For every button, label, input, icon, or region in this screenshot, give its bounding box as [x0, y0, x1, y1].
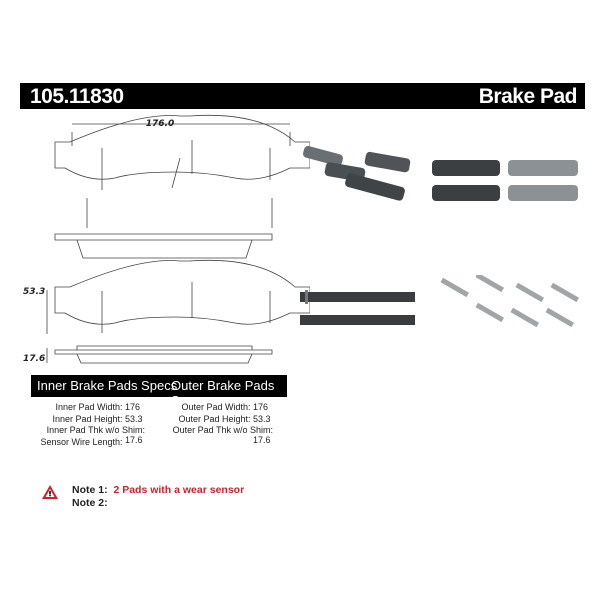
thickness-label: 17.6	[23, 354, 45, 364]
pad-front-view	[54, 259, 310, 325]
spec-row: Sensor Wire Length:	[40, 436, 123, 447]
pad-bottom-side-view	[54, 345, 273, 364]
note-2: Note 2:	[72, 497, 108, 509]
inner-specs-list: Inner Pad Width: 176 Inner Pad Height: 5…	[25, 402, 145, 448]
pad-top-view	[54, 114, 310, 180]
spec-row: Inner Pad Thk w/o Shim: 17.6	[46, 425, 145, 445]
header-bar: 105.11830 Brake Pad	[20, 83, 585, 109]
note-1: Note 1: 2 Pads with a wear sensor	[72, 484, 245, 496]
product-photo-pads-front	[432, 160, 578, 201]
product-photo-pads-side	[300, 290, 415, 325]
product-type: Brake Pad	[478, 85, 578, 108]
spec-row: Inner Pad Width: 176	[55, 402, 141, 412]
width-label: 176.0	[146, 119, 174, 129]
outer-specs-list: Outer Pad Width: 176 Outer Pad Height: 5…	[155, 402, 273, 445]
note-1-text: 2 Pads with a wear sensor	[113, 484, 245, 496]
outer-specs-title: Outer Brake Pads Specs	[171, 378, 275, 408]
technical-drawing: 176.0 53.3 17.6	[23, 114, 310, 364]
warning-icon	[42, 485, 58, 499]
inner-specs-title: Inner Brake Pads Specs	[37, 378, 178, 393]
spec-row: Outer Pad Thk w/o Shim: 17.6	[172, 425, 273, 445]
product-photo-pads-angled	[303, 145, 411, 201]
specs-header-bar: Inner Brake Pads Specs Outer Brake Pads …	[31, 375, 287, 408]
spec-row: Inner Pad Height: 53.3	[52, 413, 143, 424]
pad-side-view	[54, 198, 273, 259]
height-label: 53.3	[23, 287, 45, 297]
spec-row: Outer Pad Height: 53.3	[178, 413, 271, 424]
spec-row: Outer Pad Width: 176	[181, 402, 269, 412]
part-number: 105.11830	[30, 85, 124, 108]
product-photo-hardware-clips	[440, 275, 579, 328]
